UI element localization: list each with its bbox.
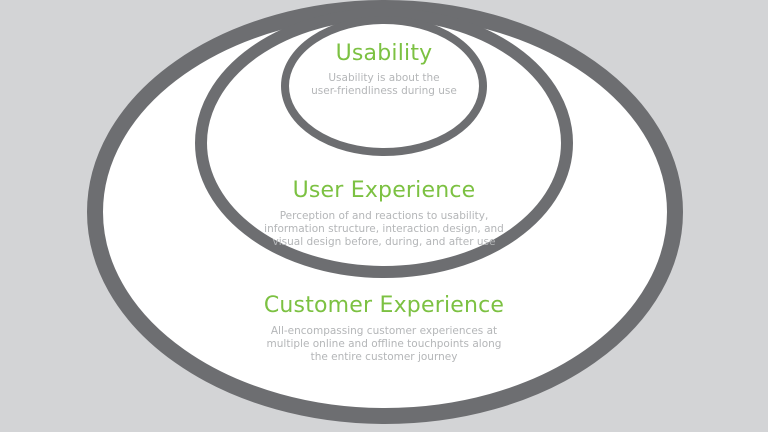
usability-ellipse bbox=[281, 16, 487, 156]
